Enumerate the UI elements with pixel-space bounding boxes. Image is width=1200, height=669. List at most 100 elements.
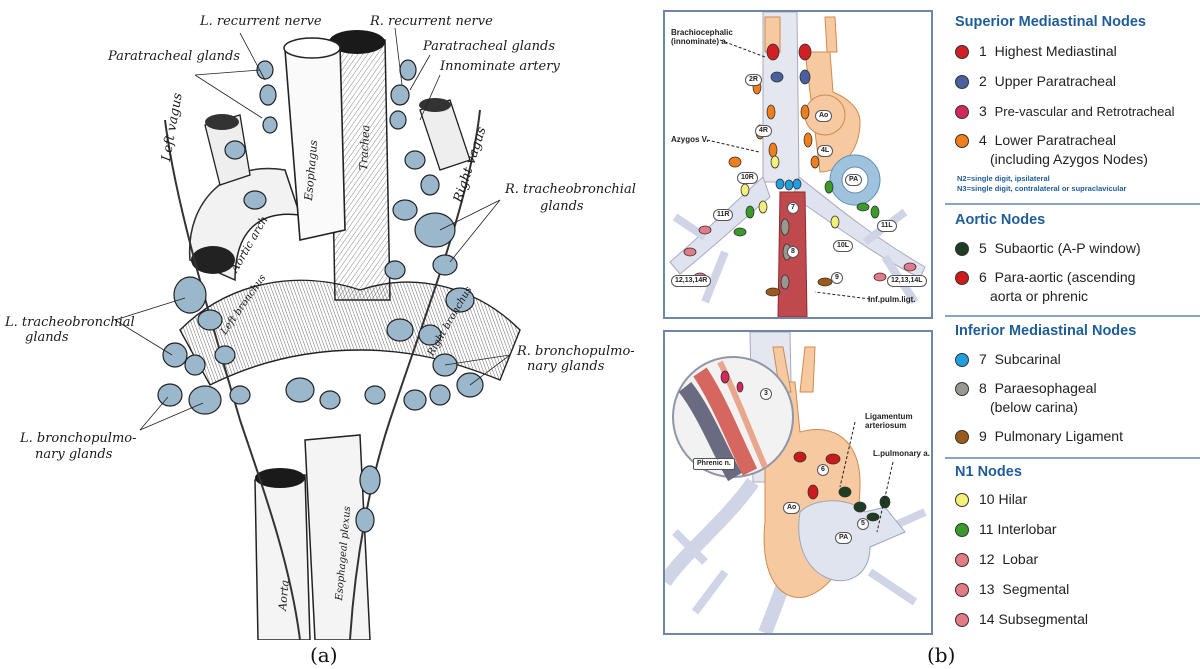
legend-label-3: Pre-vascular and Retrotracheal [995,103,1175,120]
legend-label-10: Hilar [998,491,1027,508]
label-l-tracheobronchial: L. tracheobronchial [5,316,135,330]
legend-divider-3 [945,457,1200,459]
label-paratracheal-glands-right: Paratracheal glands [423,40,555,54]
label-r-tracheobronchial-2: glands [540,200,584,214]
swatch-7 [955,353,969,367]
legend-num-9: 9 [979,428,987,445]
legend-label-6-sub: aorta or phrenic [990,288,1088,305]
legend-title-inferior: Inferior Mediastinal Nodes [955,323,1136,339]
top-diagram-art [665,12,931,317]
legend-num-12: 12 [979,551,995,568]
node-label-6: 6 [817,464,829,476]
legend-label-12: Lobar [1002,551,1038,568]
label-innominate-artery: Innominate artery [440,60,560,74]
legend-label-2: Upper Paratracheal [995,73,1116,90]
legend-num-5: 5 [979,240,987,257]
label-ao-bottom: Ao [783,502,800,514]
legend-num-11: 11 [979,521,994,538]
label-paratracheal-glands-left: Paratracheal glands [108,50,240,64]
swatch-12 [955,553,969,567]
node-label-9: 9 [831,272,843,284]
legend-label-4: Lower Paratracheal [995,132,1116,149]
legend-item-13: 13 Segmental [955,581,1069,598]
legend-label-4-sub: (including Azygos Nodes) [990,151,1148,168]
label-l-tracheobronchial-2: glands [25,331,69,345]
swatch-9 [955,430,969,444]
node-label-12-13-14l: 12,13,14L [887,275,927,287]
swatch-1 [955,45,969,59]
legend-item-14: 14 Subsegmental [955,611,1088,628]
label-pa-top: PA [845,174,862,186]
label-ligamentum-2: arteriosum [865,421,906,430]
swatch-14 [955,613,969,627]
legend-item-8-sub: (below carina) [990,399,1078,416]
legend-label-1: Highest Mediastinal [995,43,1117,60]
label-inf-pulm-ligt: Inf.pulm.ligt. [868,295,916,304]
anatomy-engraving-panel: L. recurrent nerve R. recurrent nerve Pa… [0,0,660,640]
legend-num-14: 14 [979,611,995,628]
node-label-8: 8 [787,246,799,258]
lymph-node-map-bottom: Ligamentum arteriosum L.pulmonary a. Phr… [663,330,933,635]
node-label-5: 5 [857,518,869,530]
label-r-bronchopulmonary-2: nary glands [527,360,604,374]
label-l-bronchopulmonary: L. bronchopulmo- [20,432,137,446]
legend-num-7: 7 [979,351,987,368]
swatch-13 [955,583,969,597]
legend-num-2: 2 [979,73,987,90]
legend-item-3: 3 Pre-vascular and Retrotracheal [955,103,1175,120]
legend-title-superior: Superior Mediastinal Nodes [955,14,1146,30]
swatch-10 [955,493,969,507]
legend-item-1: 1 Highest Mediastinal [955,43,1117,60]
legend-item-12: 12 Lobar [955,551,1038,568]
label-pa-bottom: PA [835,532,852,544]
legend-label-5: Subaortic (A-P window) [995,240,1141,257]
caption-b: (b) [927,643,955,667]
node-label-12-13-14r: 12,13,14R [671,275,711,287]
swatch-2 [955,75,969,89]
node-label-11l: 11L [877,220,897,232]
legend-item-10: 10 Hilar [955,491,1027,508]
legend-label-7: Subcarinal [995,351,1061,368]
label-l-bronchopulmonary-2: nary glands [35,448,112,462]
legend-num-10: 10 [979,491,995,508]
label-l-recurrent-nerve: L. recurrent nerve [200,15,322,29]
label-trachea: Trachea [357,125,373,171]
legend-label-9: Pulmonary Ligament [995,428,1123,445]
node-label-4r: 4R [755,125,772,137]
legend-num-3: 3 [979,103,987,120]
label-brachiocephalic: Brachiocephalic [671,28,733,37]
legend-label-8-sub: (below carina) [990,399,1078,416]
swatch-11 [955,523,969,537]
label-r-tracheobronchial: R. tracheobronchial [505,183,636,197]
label-r-bronchopulmonary: R. bronchopulmo- [517,345,635,359]
caption-a: (a) [310,643,338,667]
legend-note-n3: N3=single digit, contralateral or suprac… [957,184,1126,193]
legend-item-11: 11 Interlobar [955,521,1057,538]
swatch-3 [955,105,969,119]
legend-item-6-sub: aorta or phrenic [990,288,1088,305]
legend-title-aortic: Aortic Nodes [955,212,1045,228]
node-label-10l: 10L [833,240,853,252]
label-aorta: Aorta [276,579,293,611]
node-label-7: 7 [787,202,799,214]
legend-item-6: 6 Para-aortic (ascending [955,269,1135,286]
legend-num-1: 1 [979,43,987,60]
legend-num-6: 6 [979,269,987,286]
node-label-4l: 4L [817,145,833,157]
swatch-5 [955,242,969,256]
label-r-recurrent-nerve: R. recurrent nerve [370,15,493,29]
legend-item-8: 8 Paraesophageal [955,380,1097,397]
lymph-node-map-top: Brachiocephalic (innominate) a. Azygos V… [663,10,933,319]
legend-label-8: Paraesophageal [995,380,1097,397]
legend-num-13: 13 [979,581,995,598]
legend-divider-2 [945,315,1200,317]
legend-label-14: Subsegmental [998,611,1088,628]
node-label-11r: 11R [713,209,733,221]
swatch-6 [955,271,969,285]
legend-item-5: 5 Subaortic (A-P window) [955,240,1141,257]
legend-item-2: 2 Upper Paratracheal [955,73,1116,90]
legend-item-4-sub: (including Azygos Nodes) [990,151,1148,168]
label-brachiocephalic-2: (innominate) a. [671,37,728,46]
legend-label-13: Segmental [1002,581,1069,598]
label-azygos-v: Azygos V. [671,135,709,144]
